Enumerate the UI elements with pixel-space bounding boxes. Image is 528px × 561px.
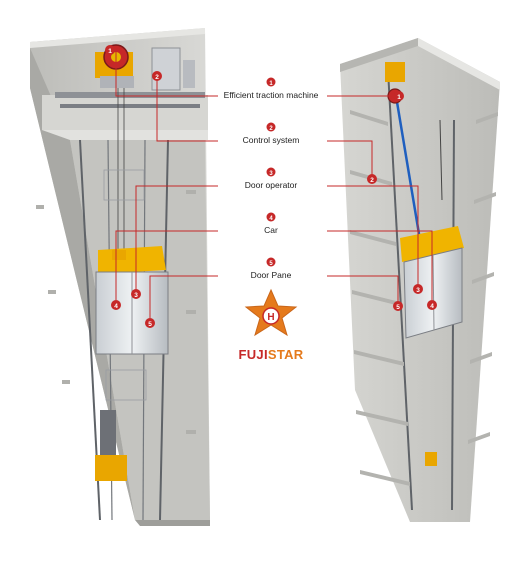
marker-center-2: 2: [266, 122, 276, 132]
label-car: Car: [264, 225, 278, 235]
svg-text:4: 4: [114, 303, 118, 310]
svg-text:5: 5: [269, 261, 273, 267]
fujistar-star-emblem: H: [244, 288, 298, 337]
left-buffer: [95, 455, 127, 481]
left-shaft: [30, 28, 210, 526]
right-traction-machine: [385, 62, 405, 82]
number-markers: 1 2 3 4 5 1 2 3 4 5 1 2 3 4 5: [105, 45, 437, 328]
marker-center-3: 3: [266, 167, 276, 177]
callout-line-right-4: [327, 230, 433, 300]
svg-text:4: 4: [430, 303, 434, 310]
marker-left-5: 5: [145, 318, 155, 328]
marker-left-4: 4: [111, 300, 121, 310]
svg-text:2: 2: [370, 177, 374, 184]
label-control-system: Control system: [242, 135, 300, 145]
marker-right-2: 2: [367, 174, 377, 184]
svg-text:4: 4: [269, 216, 273, 222]
svg-text:1: 1: [108, 48, 112, 55]
right-shaft: [340, 38, 500, 522]
marker-center-5: 5: [266, 257, 276, 267]
marker-left-3: 3: [131, 289, 141, 299]
callout-lines: [115, 50, 433, 318]
svg-text:2: 2: [155, 74, 159, 81]
svg-text:3: 3: [269, 171, 273, 177]
svg-text:5: 5: [148, 321, 152, 328]
fujistar-wordmark: FUJISTAR: [239, 347, 304, 362]
callout-line-left-1: [115, 50, 218, 97]
callout-line-right-5: [327, 275, 399, 302]
marker-right-3: 3: [413, 284, 423, 294]
brand-part-2: STAR: [267, 347, 304, 362]
label-door-pane: Door Pane: [250, 270, 292, 280]
callout-line-left-2: [156, 76, 218, 142]
svg-text:5: 5: [396, 304, 400, 311]
marker-left-2: 2: [152, 71, 162, 81]
callout-line-left-3: [135, 185, 218, 290]
left-car-frame-top: [98, 246, 166, 274]
brand-part-1: FUJI: [238, 347, 268, 362]
svg-text:1: 1: [269, 81, 273, 87]
callout-line-left-5: [149, 275, 218, 318]
svg-text:3: 3: [134, 292, 138, 299]
label-door-operator: Door operator: [244, 180, 298, 190]
svg-text:H: H: [267, 312, 274, 323]
marker-center-4: 4: [266, 212, 276, 222]
callout-line-left-4: [115, 230, 218, 300]
marker-right-1: 1: [394, 91, 404, 101]
left-shaft-side-wall: [30, 48, 135, 520]
svg-text:3: 3: [416, 287, 420, 294]
left-control-cabinet: [151, 47, 181, 91]
marker-left-1: 1: [105, 45, 115, 55]
callout-line-right-2: [327, 140, 373, 178]
marker-center-1: 1: [266, 77, 276, 87]
svg-text:1: 1: [397, 94, 401, 101]
marker-right-4: 4: [427, 300, 437, 310]
callout-line-right-3: [327, 185, 419, 288]
label-efficient-traction-machine: Efficient traction machine: [223, 90, 319, 100]
svg-text:2: 2: [269, 126, 273, 132]
machine-room-floor: [42, 130, 208, 140]
marker-right-5: 5: [393, 301, 403, 311]
